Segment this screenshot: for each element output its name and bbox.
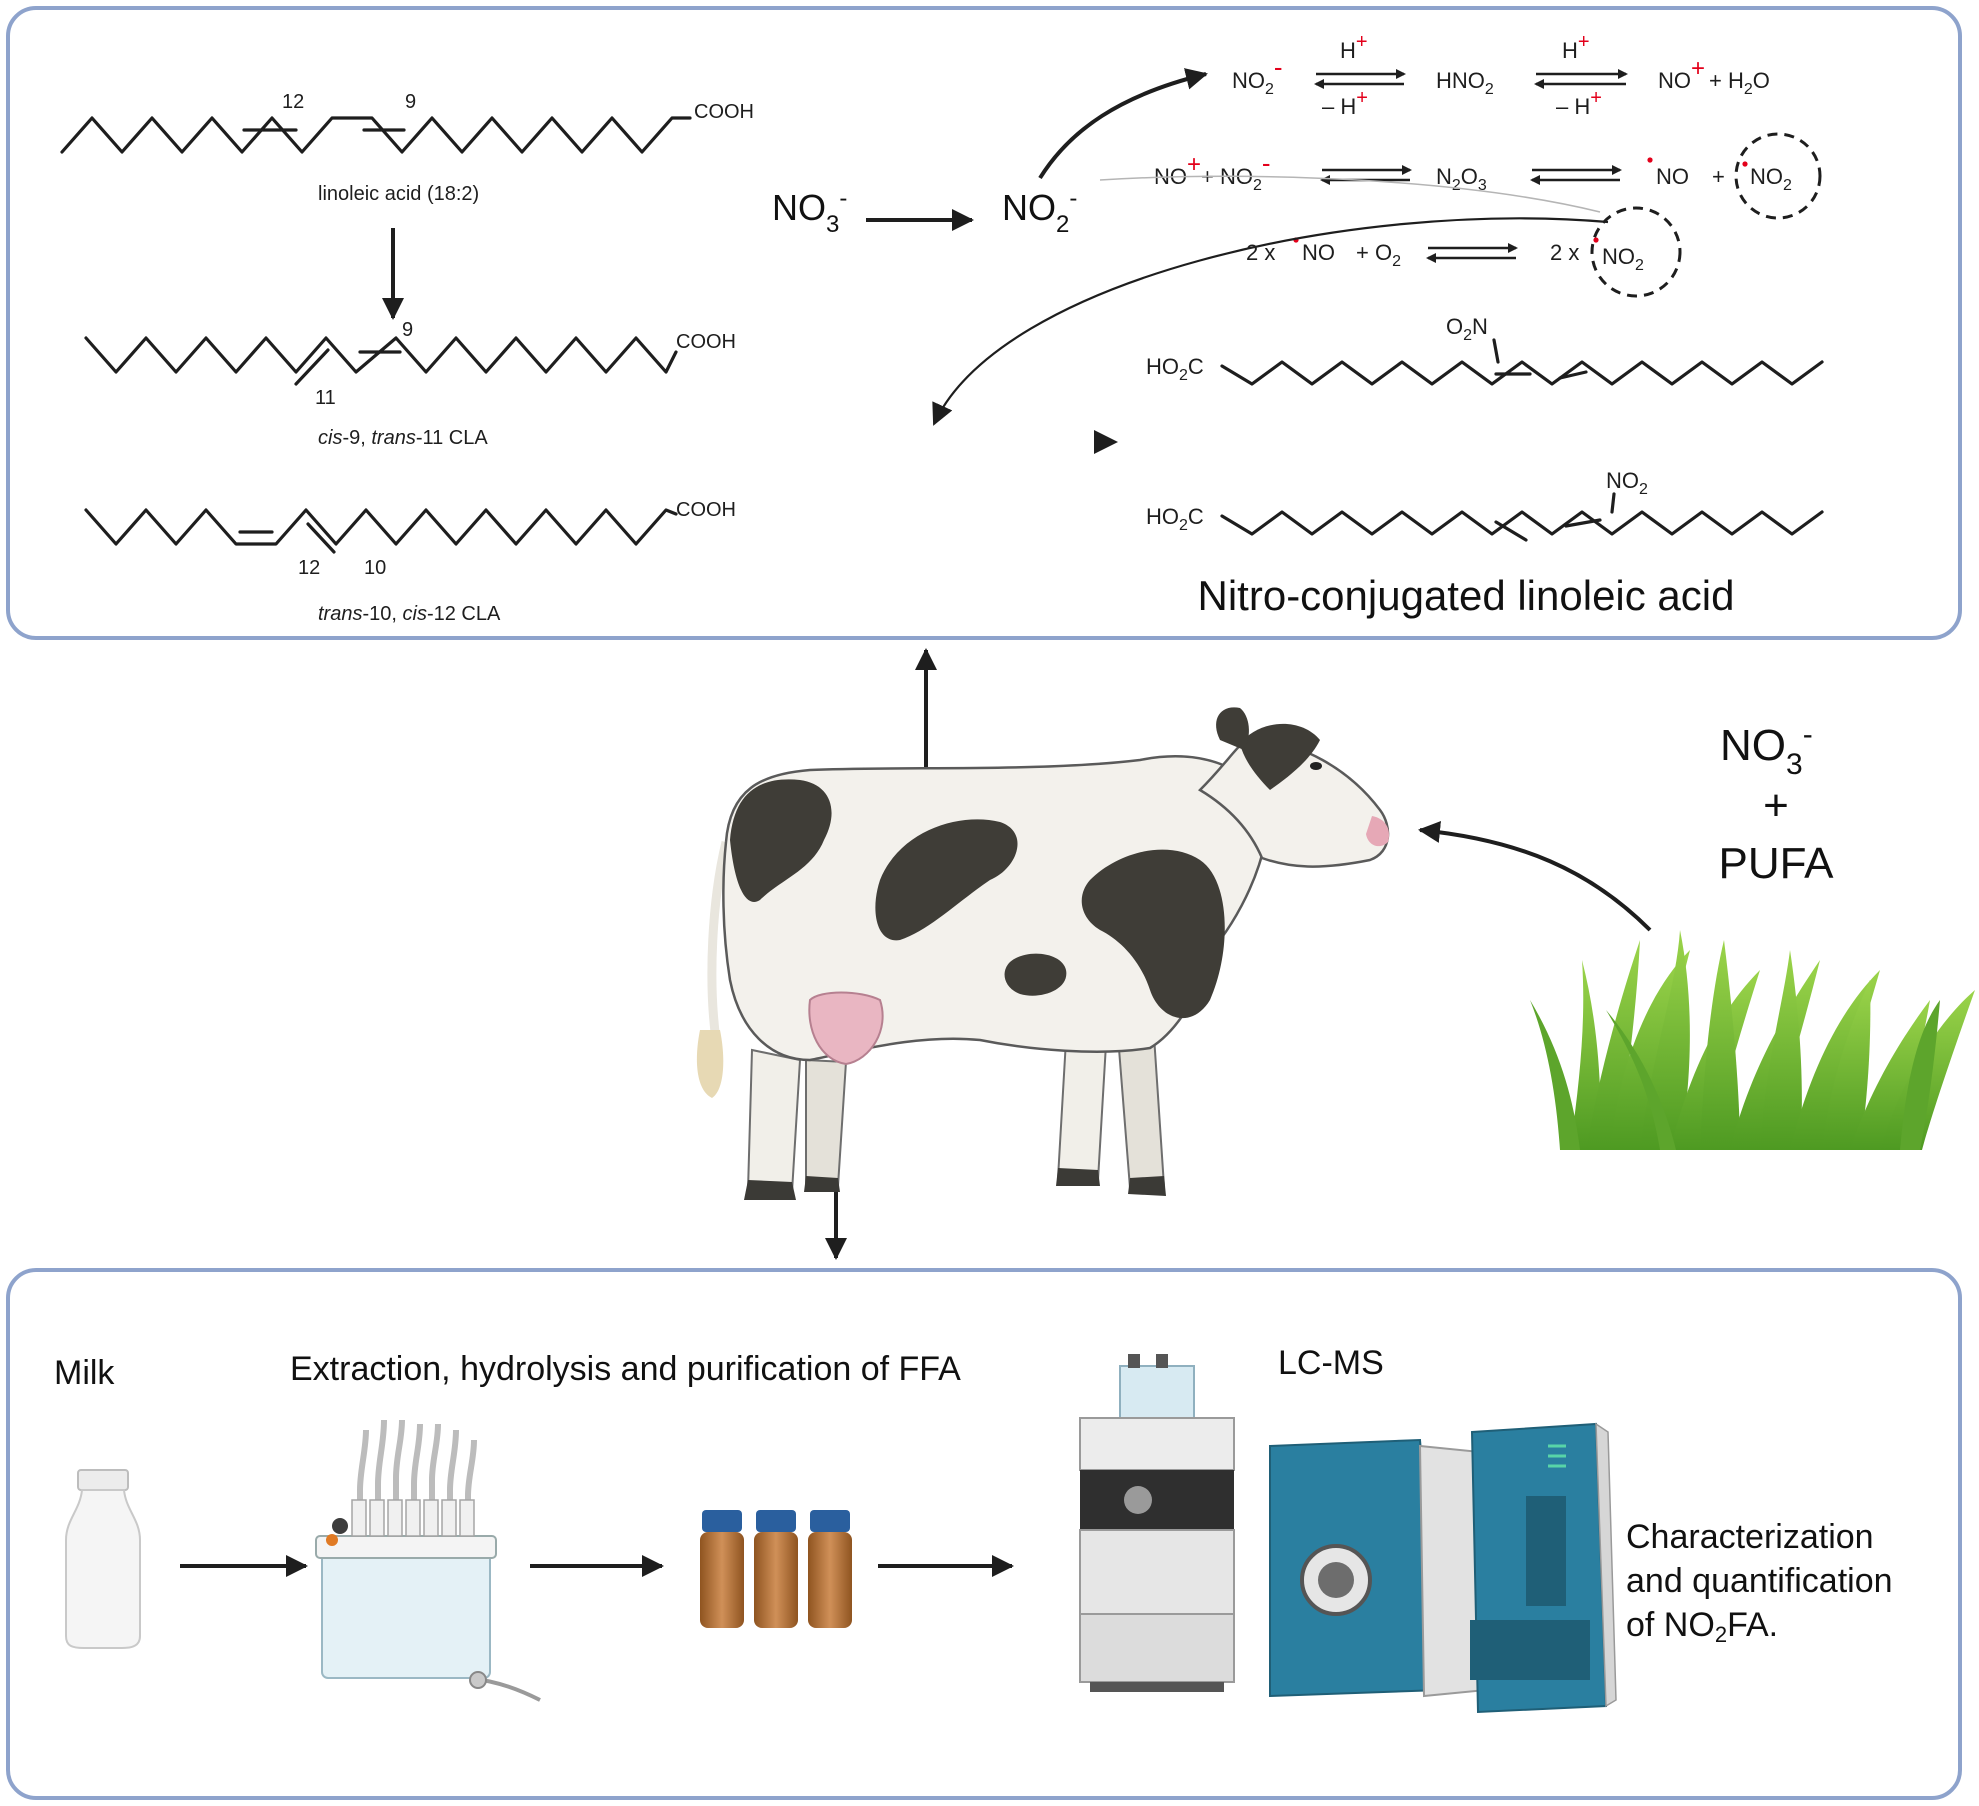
feed-to-cow-arrow	[1418, 821, 1652, 932]
bottom-panel: Milk Extraction, hydrolysis and purifica…	[6, 1268, 1962, 1800]
cla2-cooh: COOH	[676, 499, 736, 521]
svg-text:NO3-: NO3-	[1720, 718, 1813, 781]
ms-instrument-icon	[1269, 1422, 1617, 1714]
svg-text:N2O3: N2O3	[1436, 164, 1487, 194]
no2-highlight-circle-1	[1734, 132, 1822, 220]
nitro-cla-title: Nitro-conjugated linoleic acid	[1198, 572, 1735, 619]
cow-illustration	[696, 707, 1390, 1200]
radical-dot-1	[1647, 157, 1653, 163]
cla1-cooh: COOH	[676, 331, 736, 353]
svg-text:2 x: 2 x	[1550, 240, 1579, 265]
milk-bottle-icon	[65, 1469, 141, 1649]
extraction-label: Extraction, hydrolysis and purification …	[290, 1350, 961, 1388]
svg-text:HO2C: HO2C	[1146, 354, 1204, 384]
cla1-pos-11: 11	[315, 387, 336, 409]
svg-text:NO: NO	[1302, 240, 1335, 265]
svg-text:NO2-: NO2-	[1232, 52, 1283, 98]
top-panel-border	[6, 6, 1962, 640]
svg-text:HNO2: HNO2	[1436, 68, 1494, 98]
svg-text:NO++ H2O: NO++ H2O	[1658, 55, 1770, 98]
cla1-pos-9: 9	[402, 319, 413, 341]
grass-illustration	[1530, 930, 1975, 1150]
cla2-pos-12: 12	[298, 557, 320, 579]
nitro-cla-product-2: HO2C NO2	[1146, 468, 1824, 542]
cla-trans10-cis12-structure: 12 10 COOH trans-10, cis-12 CLA	[84, 499, 736, 625]
characterization-line-2: and quantification	[1626, 1562, 1893, 1600]
linoleic-pos-12: 12	[282, 91, 304, 113]
milk-label: Milk	[54, 1354, 115, 1392]
cla2-label: trans-10, cis-12 CLA	[318, 603, 501, 625]
linoleic-pos-9: 9	[405, 91, 416, 113]
reaction-row-1: NO2- H+ – H+ HNO2 H+ – H+ NO++ H2O	[1232, 31, 1770, 119]
feed-label: NO3- + PUFA	[1719, 718, 1835, 888]
linoleic-cooh: COOH	[694, 101, 754, 123]
svg-text:NO2: NO2	[1750, 164, 1792, 194]
svg-text:NO++ NO2-: NO++ NO2-	[1154, 148, 1271, 194]
svg-text:– H+: – H+	[1322, 87, 1368, 119]
bottom-panel-border	[6, 1268, 1962, 1800]
svg-text:O2N: O2N	[1446, 314, 1488, 344]
characterization-line-1: Characterization	[1626, 1518, 1874, 1556]
lc-instrument-icon	[1079, 1354, 1235, 1692]
svg-text:NO2: NO2	[1606, 468, 1648, 498]
spe-manifold-icon	[315, 1419, 541, 1702]
svg-text:H+: H+	[1562, 31, 1590, 63]
radical-dot-4	[1593, 237, 1599, 243]
reaction-row-3: 2 x NO + O2 2 x NO2	[1246, 206, 1682, 298]
svg-text:– H+: – H+	[1556, 87, 1602, 119]
svg-text:PUFA: PUFA	[1719, 839, 1835, 888]
cla-cis9-trans11-structure: 9 11 COOH cis-9, trans-11 CLA	[84, 319, 736, 449]
no2-highlight-circle-2	[1590, 206, 1682, 298]
linoleic-label: linoleic acid (18:2)	[318, 183, 479, 205]
svg-text:+ O2: + O2	[1356, 240, 1401, 270]
cla2-pos-10: 10	[364, 557, 386, 579]
nitrite-to-reactions-arrow	[1038, 68, 1208, 180]
svg-text:H+: H+	[1340, 31, 1368, 63]
svg-text:+: +	[1712, 164, 1725, 189]
svg-text:+: +	[1763, 781, 1789, 830]
lcms-label: LC-MS	[1278, 1344, 1384, 1382]
svg-text:NO2: NO2	[1602, 244, 1644, 274]
linoleic-acid-structure: 12 9 COOH linoleic acid (18:2)	[60, 91, 754, 205]
radical-dot-2	[1742, 161, 1748, 167]
svg-text:NO: NO	[1656, 164, 1689, 189]
no2-curve-faint	[1099, 175, 1601, 213]
characterization-line-3: of NO2FA.	[1626, 1606, 1778, 1647]
sample-vials-icon	[700, 1510, 852, 1628]
nitrate-label: NO3-	[772, 185, 847, 238]
cla1-label: cis-9, trans-11 CLA	[318, 427, 488, 449]
nitro-cla-product-1: HO2C O2N	[1146, 314, 1824, 386]
cla-to-nitro-arrowhead	[1094, 430, 1118, 454]
nitrite-label: NO2-	[1002, 185, 1077, 238]
top-panel: 12 9 COOH linoleic acid (18:2) 9 11 COOH…	[6, 6, 1962, 640]
no2-to-cla-curve-arrow	[932, 217, 1609, 426]
svg-text:HO2C: HO2C	[1146, 504, 1204, 534]
